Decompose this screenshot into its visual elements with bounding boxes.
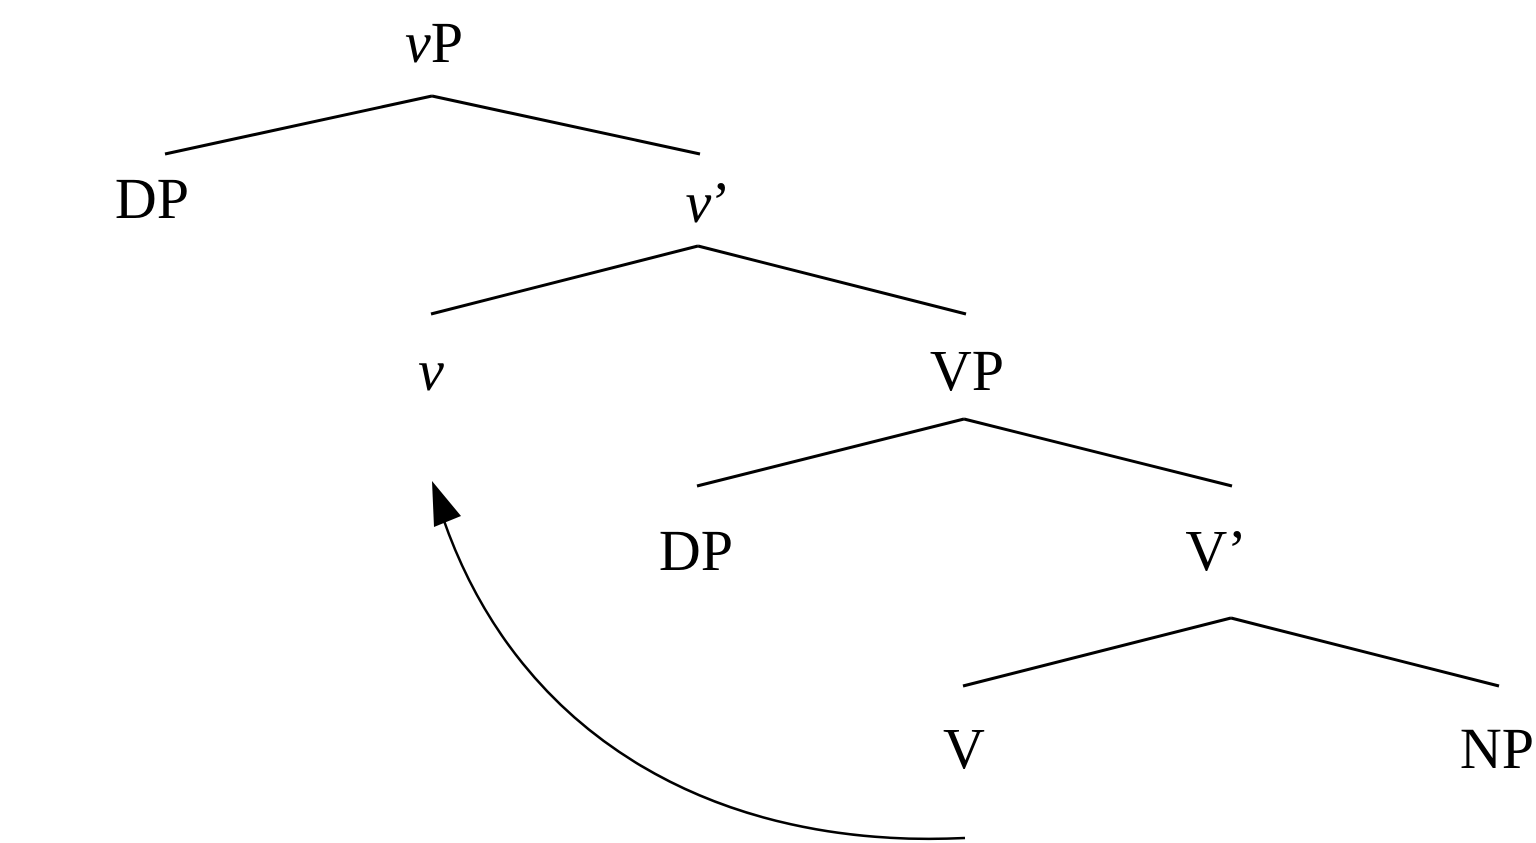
node-vP: vP	[405, 10, 463, 75]
tree-branches	[164, 94, 1500, 688]
tree-nodes: vP DP v’ v VP DP V’ V NP	[115, 10, 1534, 781]
node-v: v	[418, 338, 444, 403]
arrowhead-icon	[432, 481, 461, 527]
node-VP: VP	[930, 338, 1004, 403]
branch-vbar-VP	[697, 244, 967, 316]
movement-arrow-curve	[441, 517, 966, 841]
node-NP: NP	[1460, 716, 1534, 781]
branch-VP-DP	[696, 417, 965, 488]
node-DP-spec-vP: DP	[115, 166, 189, 231]
branch-Vbar-NP	[1230, 616, 1500, 688]
movement-arrow	[432, 481, 966, 841]
branch-vbar-v	[430, 244, 699, 316]
node-v-bar: v’	[685, 170, 730, 235]
node-DP-spec-VP: DP	[659, 518, 733, 583]
branch-Vbar-V	[962, 616, 1232, 688]
node-V: V	[943, 716, 985, 781]
branch-VP-Vbar	[963, 417, 1233, 488]
branch-vP-vbar	[431, 94, 701, 156]
branch-vP-DP	[164, 94, 433, 156]
node-V-bar: V’	[1185, 518, 1246, 583]
